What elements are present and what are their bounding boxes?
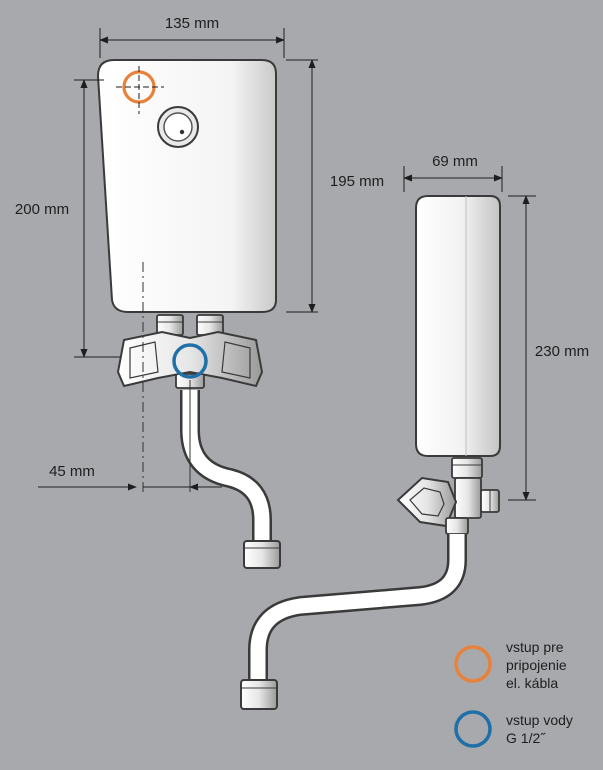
legend: vstup pre pripojenie el. kábla vstup vod… xyxy=(454,639,573,748)
side-valve xyxy=(396,476,500,535)
legend-cable-line1: vstup pre xyxy=(506,639,564,655)
side-spout-pipe xyxy=(240,534,467,710)
front-spout-pipe xyxy=(180,390,281,569)
water-inlet-marker xyxy=(172,343,208,379)
label-side-height: 230 mm xyxy=(535,343,589,360)
legend-cable-line2: pripojenie xyxy=(506,657,567,673)
front-connector-stubs xyxy=(156,314,224,336)
legend-cable-marker xyxy=(454,645,492,683)
legend-cable-line3: el. kábla xyxy=(506,675,558,691)
front-valve-block xyxy=(116,330,264,389)
label-front-height: 195 mm xyxy=(330,173,384,190)
label-front-total-height: 200 mm xyxy=(15,201,69,218)
side-heater-body xyxy=(415,195,501,457)
label-side-depth: 69 mm xyxy=(432,153,478,170)
cable-inlet-marker xyxy=(116,66,164,114)
dimension-side-height xyxy=(508,195,536,501)
side-connector xyxy=(451,457,483,479)
dimension-front-width xyxy=(99,28,285,58)
temperature-knob xyxy=(157,106,199,148)
front-view xyxy=(96,59,281,569)
dimension-front-height xyxy=(286,59,318,313)
front-heater-body xyxy=(96,59,277,313)
dimension-front-total-height xyxy=(74,79,120,358)
side-view xyxy=(240,195,501,710)
label-front-width: 135 mm xyxy=(165,15,219,32)
dimension-side-depth xyxy=(403,166,503,192)
label-pipe-offset: 45 mm xyxy=(49,463,95,480)
legend-water-marker xyxy=(454,710,492,748)
legend-water-line2: G 1/2˝ xyxy=(506,730,546,746)
legend-water-line1: vstup vody xyxy=(506,712,573,728)
